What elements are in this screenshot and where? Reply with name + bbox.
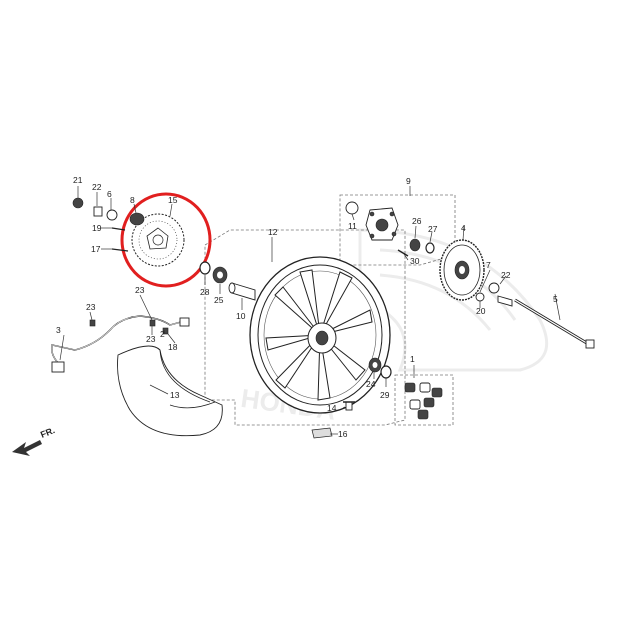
sprocket-hub-parts	[345, 201, 435, 257]
wheel-assembly-box	[204, 229, 406, 426]
callout-30: 30	[410, 256, 420, 266]
callout-28: 28	[200, 287, 210, 297]
valve-and-weight	[311, 401, 355, 439]
callout-23-a: 23	[135, 285, 145, 295]
direction-arrow-icon: FR.	[12, 425, 56, 456]
rear-sprocket-part	[439, 239, 485, 301]
callout-7: 7	[486, 260, 491, 270]
callout-22-left: 22	[92, 182, 102, 192]
callout-8: 8	[130, 195, 135, 205]
direction-label: FR.	[39, 425, 56, 440]
abs-sensor-wire-part	[50, 315, 190, 373]
callout-26: 26	[412, 216, 422, 226]
callout-27: 27	[428, 224, 438, 234]
damper-rubbers-part	[404, 382, 443, 420]
callout-5: 5	[553, 294, 558, 304]
callout-3: 3	[56, 325, 61, 335]
callout-25: 25	[214, 295, 224, 305]
callout-16: 16	[338, 429, 348, 439]
wheel-bearings-left	[199, 261, 256, 301]
parts-6-8-21-22	[72, 197, 145, 252]
callout-15: 15	[168, 195, 178, 205]
callout-24: 24	[366, 379, 376, 389]
callout-9: 9	[406, 176, 411, 186]
rear-fender-part	[117, 345, 223, 437]
callout-17: 17	[91, 244, 101, 254]
wheel-bearings-right	[368, 357, 392, 379]
callout-11: 11	[348, 221, 357, 231]
callout-19: 19	[92, 223, 102, 233]
callout-10: 10	[236, 311, 246, 321]
callout-21: 21	[73, 175, 83, 185]
callout-23-c: 23	[146, 334, 156, 344]
axle-part	[475, 282, 595, 349]
callout-13: 13	[170, 390, 180, 400]
callout-1: 1	[410, 354, 415, 364]
highlight-circle	[120, 192, 212, 288]
callout-6: 6	[107, 189, 112, 199]
callout-4: 4	[461, 223, 466, 233]
leader-lines	[59, 186, 561, 435]
callout-14: 14	[327, 403, 337, 413]
callout-18: 18	[168, 342, 178, 352]
callout-29: 29	[380, 390, 390, 400]
callout-2: 2	[160, 329, 165, 339]
callout-labels: 1 2 3 4 5 6 7 8 9 10 11 12 13 14 15 16 1…	[56, 175, 558, 439]
callout-12: 12	[268, 227, 278, 237]
wheel-part	[249, 256, 391, 414]
sprocket-hub-box	[339, 194, 456, 266]
callout-20: 20	[476, 306, 486, 316]
brake-disc-part	[131, 213, 185, 267]
damper-box	[394, 374, 454, 426]
callout-22-right: 22	[501, 270, 511, 280]
callout-23-b: 23	[86, 302, 96, 312]
